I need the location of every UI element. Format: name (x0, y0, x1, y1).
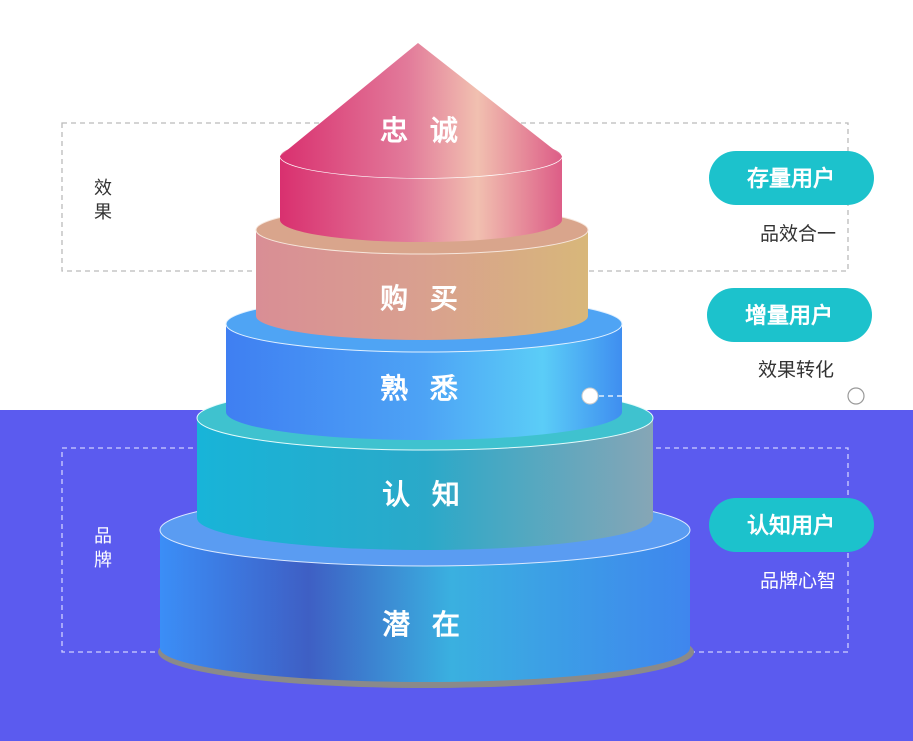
effect-label-char-1: 效 (94, 178, 112, 199)
badge-growth-users: 增量用户 (707, 288, 872, 342)
badge-growth-users-title: 增量用户 (745, 303, 833, 329)
connector-start-dot (581, 387, 599, 405)
badge-stock-users-subtitle: 品效合一 (760, 223, 836, 245)
badge-aware-users-subtitle: 品牌心智 (760, 570, 836, 592)
tier-loyalty (279, 43, 563, 242)
effect-label-char-2: 果 (94, 202, 112, 223)
badge-stock-users-title: 存量用户 (747, 166, 835, 192)
tier-label-purchase: 购 买 (380, 282, 464, 315)
badge-aware-users: 认知用户 (709, 498, 874, 552)
tier-label-familiarity: 熟 悉 (380, 372, 464, 405)
badge-stock-users: 存量用户 (709, 151, 874, 205)
brand-label-char-1: 品 (94, 526, 112, 547)
badge-growth-users-subtitle: 效果转化 (758, 359, 834, 381)
connector-end-dot (847, 387, 865, 405)
brand-label-char-2: 牌 (94, 550, 112, 571)
badge-aware-users-title: 认知用户 (747, 513, 835, 539)
tier-label-potential: 潜 在 (382, 608, 466, 641)
tier-label-loyalty: 忠 诚 (380, 114, 464, 147)
tier-label-awareness: 认 知 (382, 478, 466, 511)
